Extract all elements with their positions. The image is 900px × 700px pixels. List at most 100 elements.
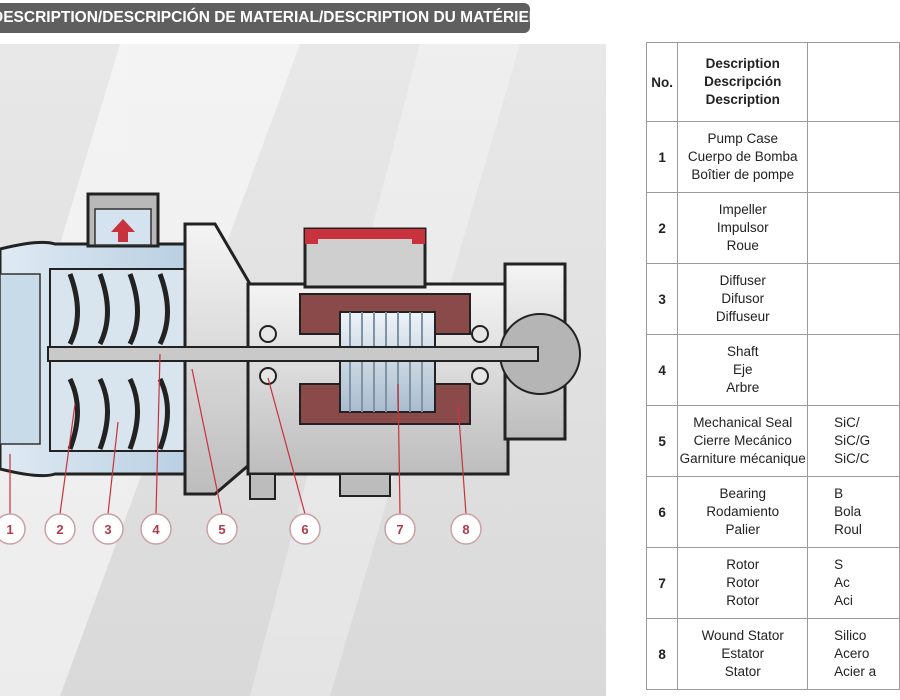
discharge-outlet	[86, 192, 160, 248]
callout-7-label: 7	[396, 522, 403, 537]
mat-es: Ac	[834, 575, 850, 590]
row-material: Silico Acero Acier a	[807, 618, 900, 690]
callout-4-label: 4	[152, 522, 160, 537]
row-material	[807, 263, 900, 335]
row-number: 7	[645, 547, 679, 619]
desc-es: Rotor	[726, 575, 760, 590]
callout-1-label: 1	[6, 522, 13, 537]
row-description: Mechanical Seal Cierre Mecánico Garnitur…	[677, 405, 809, 477]
header-description: Description Descripción Description	[677, 42, 809, 122]
header-description-es: Descripción	[704, 74, 782, 89]
header-description-en: Description	[705, 56, 780, 71]
table-row: 8 Wound Stator Estator Stator Silico Ace…	[645, 618, 900, 690]
callout-5-label: 5	[218, 522, 225, 537]
mat-en: SiC/	[834, 415, 860, 430]
desc-es: Eje	[732, 362, 753, 377]
mat-en: S	[834, 557, 844, 572]
row-material: B Bola Roul	[807, 476, 900, 548]
mat-en: Silico	[834, 628, 867, 643]
table-row: 4 Shaft Eje Arbre	[645, 334, 900, 406]
table-row: 5 Mechanical Seal Cierre Mecánico Garnit…	[645, 405, 900, 477]
desc-en: Wound Stator	[701, 628, 784, 643]
row-material	[807, 121, 900, 193]
desc-es: Estator	[721, 646, 765, 661]
table-row: 6 Bearing Rodamiento Palier B Bola Roul	[645, 476, 900, 548]
section-title: DESCRIPTION/DESCRIPCIÓN DE MATERIAL/DESC…	[0, 9, 530, 26]
desc-es: Difusor	[721, 291, 765, 306]
callout-2-label: 2	[56, 522, 63, 537]
callout-5: 5	[206, 513, 238, 545]
mat-es: Acero	[834, 646, 870, 661]
row-material	[807, 334, 900, 406]
desc-fr: Roue	[726, 238, 759, 253]
row-material	[807, 192, 900, 264]
mat-fr: Roul	[834, 522, 862, 537]
row-description: Wound Stator Estator Stator	[677, 618, 809, 690]
row-description: Bearing Rodamiento Palier	[677, 476, 809, 548]
row-description: Impeller Impulsor Roue	[677, 192, 809, 264]
row-description: Diffuser Difusor Diffuseur	[677, 263, 809, 335]
callout-1: 1	[0, 513, 26, 545]
row-number: 5	[645, 405, 679, 477]
desc-en: Pump Case	[707, 131, 778, 146]
desc-en: Bearing	[719, 486, 766, 501]
mat-fr: Acier a	[834, 664, 877, 679]
desc-en: Impeller	[718, 202, 767, 217]
shaft	[47, 346, 539, 362]
mat-es: Bola	[834, 504, 862, 519]
flow-arrow-icon	[111, 219, 135, 242]
callout-2: 2	[44, 513, 76, 545]
row-number: 3	[645, 263, 679, 335]
row-number: 4	[645, 334, 679, 406]
mat-fr: Aci	[834, 593, 853, 608]
header-no: No.	[645, 42, 679, 122]
table-header-row: No. Description Descripción Description	[645, 42, 900, 122]
table-row: 1 Pump Case Cuerpo de Bomba Boîtier de p…	[645, 121, 900, 193]
desc-fr: Garniture mécanique	[679, 451, 806, 466]
callout-7: 7	[384, 513, 416, 545]
desc-es: Cuerpo de Bomba	[687, 149, 798, 164]
desc-fr: Diffuseur	[715, 309, 770, 324]
desc-fr: Boîtier de pompe	[691, 167, 795, 182]
row-number: 8	[645, 618, 679, 690]
desc-es: Impulsor	[716, 220, 769, 235]
desc-fr: Rotor	[726, 593, 760, 608]
pump-drawing: 1 2 3 4 5 6 7 8	[0, 44, 581, 696]
desc-fr: Arbre	[726, 380, 760, 395]
desc-fr: Palier	[725, 522, 760, 537]
mat-es: SiC/G	[834, 433, 871, 448]
row-number: 1	[645, 121, 679, 193]
desc-fr: Stator	[724, 664, 761, 679]
header-description-fr: Description	[705, 92, 780, 107]
callout-3-label: 3	[104, 522, 111, 537]
callout-4: 4	[140, 513, 172, 545]
parts-table: No. Description Descripción Description …	[645, 42, 900, 690]
row-material: SiC/ SiC/G SiC/C	[807, 405, 900, 477]
desc-en: Rotor	[726, 557, 760, 572]
leader-lines	[9, 353, 467, 515]
pump-cross-section-diagram: 1 2 3 4 5 6 7 8	[0, 44, 606, 696]
callout-6-label: 6	[301, 522, 308, 537]
desc-es: Rodamiento	[706, 504, 780, 519]
table-row: 2 Impeller Impulsor Roue	[645, 192, 900, 264]
header-material	[807, 42, 900, 122]
callout-8-label: 8	[462, 522, 469, 537]
bearings	[259, 325, 489, 385]
desc-es: Cierre Mecánico	[693, 433, 792, 448]
desc-en: Diffuser	[719, 273, 766, 288]
callout-3: 3	[92, 513, 124, 545]
row-description: Pump Case Cuerpo de Bomba Boîtier de pom…	[677, 121, 809, 193]
section-header: DESCRIPTION/DESCRIPCIÓN DE MATERIAL/DESC…	[0, 3, 530, 33]
desc-en: Shaft	[726, 344, 759, 359]
row-number: 2	[645, 192, 679, 264]
row-description: Shaft Eje Arbre	[677, 334, 809, 406]
row-number: 6	[645, 476, 679, 548]
motor-body	[246, 227, 510, 500]
table-row: 3 Diffuser Difusor Diffuseur	[645, 263, 900, 335]
row-description: Rotor Rotor Rotor	[677, 547, 809, 619]
callout-6: 6	[289, 513, 321, 545]
mat-fr: SiC/C	[834, 451, 870, 466]
row-material: S Ac Aci	[807, 547, 900, 619]
table-row: 7 Rotor Rotor Rotor S Ac Aci	[645, 547, 900, 619]
callout-8: 8	[450, 513, 482, 545]
